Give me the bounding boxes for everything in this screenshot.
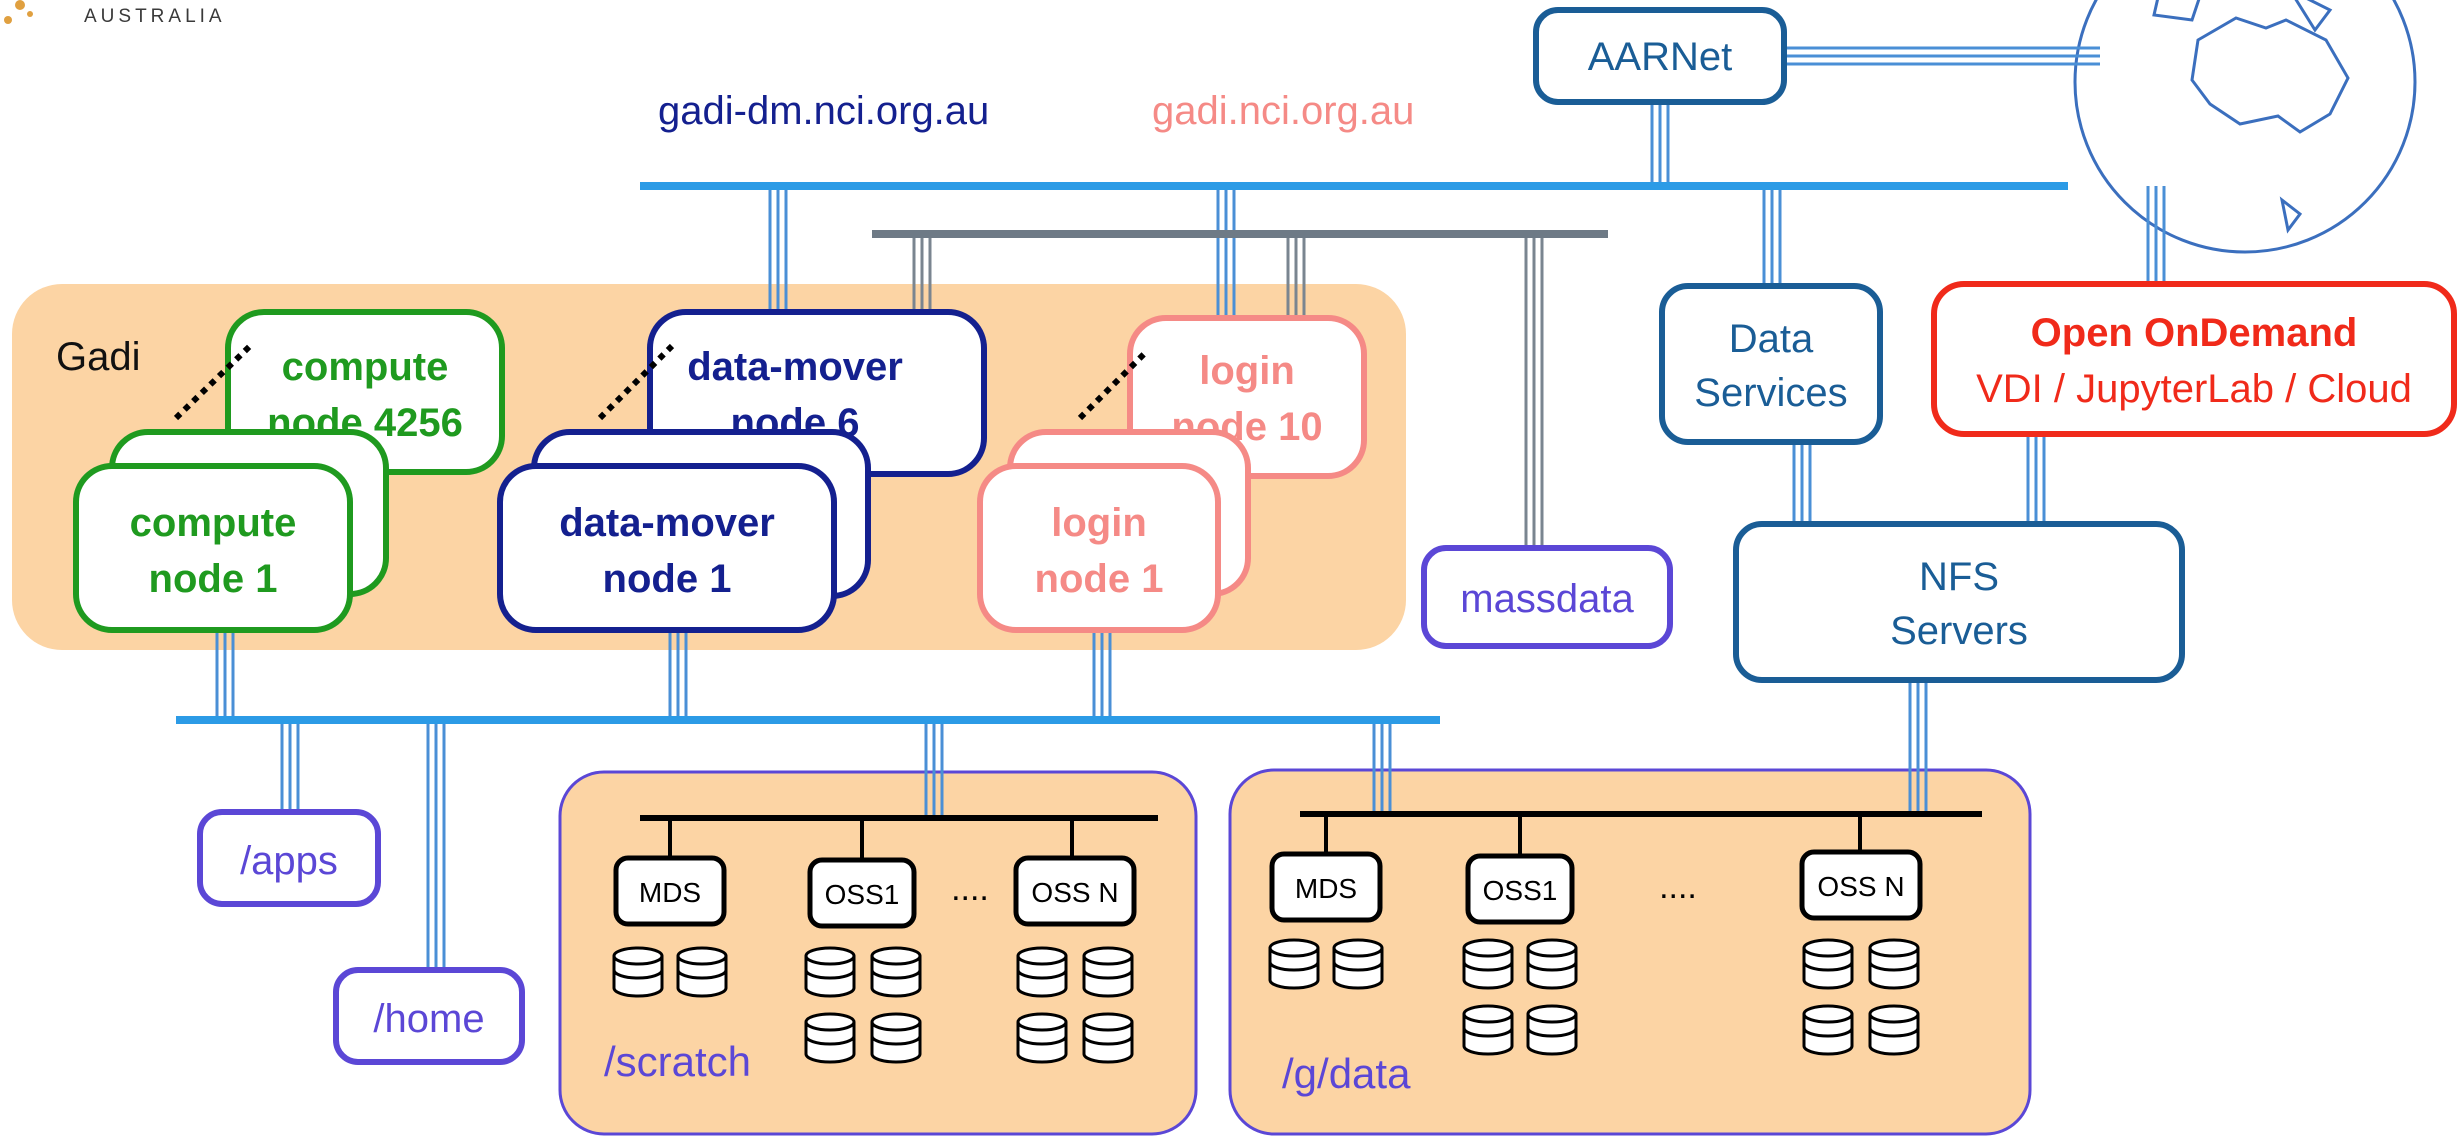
svg-text:....: .... — [951, 870, 989, 908]
home-node: /home — [333, 967, 525, 1065]
data-services-node: Data Services — [1659, 283, 1883, 445]
disk-icon — [1462, 938, 1514, 990]
svg-text:data-mover: data-mover — [687, 345, 903, 389]
svg-text:VDI / JupyterLab / Cloud: VDI / JupyterLab / Cloud — [1976, 367, 2412, 411]
scratch-filesystem: MDS OSS1 .... OSS N /scratch — [604, 815, 1158, 1085]
disk-icon — [1526, 938, 1578, 990]
datamover-node-stack: data-mover node 6 data-mover node 1 — [497, 309, 987, 633]
svg-text:Data: Data — [1729, 317, 1814, 361]
gdata-label: /g/data — [1282, 1050, 1411, 1097]
disk-cylinders — [612, 938, 1920, 1064]
aarnet-label: AARNet — [1588, 35, 1733, 79]
scratch-mds — [613, 855, 727, 927]
disk-icon — [1462, 1004, 1514, 1056]
disk-icon — [870, 1012, 922, 1064]
svg-text:data-mover: data-mover — [559, 501, 775, 545]
svg-text:OSS N: OSS N — [1031, 877, 1118, 908]
disk-icon — [1526, 1004, 1578, 1056]
network-connectors — [215, 46, 2166, 970]
logo-text: AUSTRALIA — [84, 6, 226, 27]
disk-icon — [1802, 1004, 1854, 1056]
massdata-label: massdata — [1460, 577, 1634, 621]
disk-icon — [1802, 938, 1854, 990]
svg-text:....: .... — [1659, 868, 1697, 906]
nci-logo: AUSTRALIA — [4, 0, 226, 27]
disk-icon — [1082, 946, 1134, 998]
svg-text:MDS: MDS — [1295, 873, 1357, 904]
disk-icon — [612, 946, 664, 998]
svg-text:NFS: NFS — [1919, 555, 1999, 599]
gdata-filesystem: MDS OSS1 .... OSS N /g/data — [1269, 811, 1982, 1097]
gdata-oss1 — [1465, 853, 1575, 925]
svg-text:OSS N: OSS N — [1817, 871, 1904, 902]
disk-icon — [1016, 1012, 1068, 1064]
login-node-stack: login node 10 login node 1 — [977, 315, 1367, 633]
disk-icon — [1332, 938, 1384, 990]
login-node-front — [977, 463, 1221, 633]
svg-text:compute: compute — [282, 345, 449, 389]
datamover-host-label: gadi-dm.nci.org.au — [658, 89, 989, 133]
aarnet-node: AARNet — [1533, 7, 1787, 105]
svg-text:OSS1: OSS1 — [825, 879, 900, 910]
svg-text:node 1: node 1 — [1035, 557, 1164, 601]
svg-text:login: login — [1051, 501, 1147, 545]
disk-icon — [804, 946, 856, 998]
svg-text:node 1: node 1 — [149, 557, 278, 601]
svg-text:/apps: /apps — [240, 839, 338, 883]
globe-icon — [2073, 0, 2417, 254]
gdata-mds — [1269, 851, 1383, 923]
scratch-label: /scratch — [604, 1038, 751, 1085]
svg-text:/home: /home — [373, 997, 484, 1041]
gdata-ossn — [1799, 849, 1923, 921]
disk-icon — [1268, 938, 1320, 990]
svg-text:MDS: MDS — [639, 877, 701, 908]
disk-icon — [870, 946, 922, 998]
svg-text:OSS1: OSS1 — [1483, 875, 1558, 906]
disk-icon — [1868, 1004, 1920, 1056]
nfs-servers-node: NFS Servers — [1733, 521, 2185, 683]
compute-node-front — [73, 463, 353, 633]
disk-icon — [676, 946, 728, 998]
svg-text:Services: Services — [1694, 371, 1847, 415]
open-ondemand-node: Open OnDemand VDI / JupyterLab / Cloud — [1931, 281, 2457, 437]
compute-node-stack: compute node 4256 compute node 1 — [73, 309, 505, 633]
svg-text:Open OnDemand: Open OnDemand — [2031, 311, 2358, 355]
disk-icon — [804, 1012, 856, 1064]
svg-text:Servers: Servers — [1890, 609, 2028, 653]
svg-text:login: login — [1199, 349, 1295, 393]
disk-icon — [1016, 946, 1068, 998]
gadi-label: Gadi — [56, 335, 141, 379]
scratch-ossn — [1013, 855, 1137, 927]
svg-text:node 1: node 1 — [603, 557, 732, 601]
disk-icon — [1082, 1012, 1134, 1064]
svg-text:compute: compute — [130, 501, 297, 545]
datamover-node-front — [497, 463, 837, 633]
massdata-node: massdata — [1421, 545, 1673, 649]
disk-icon — [1868, 938, 1920, 990]
scratch-oss1 — [807, 857, 917, 929]
login-host-label: gadi.nci.org.au — [1152, 89, 1414, 133]
apps-node: /apps — [197, 809, 381, 907]
